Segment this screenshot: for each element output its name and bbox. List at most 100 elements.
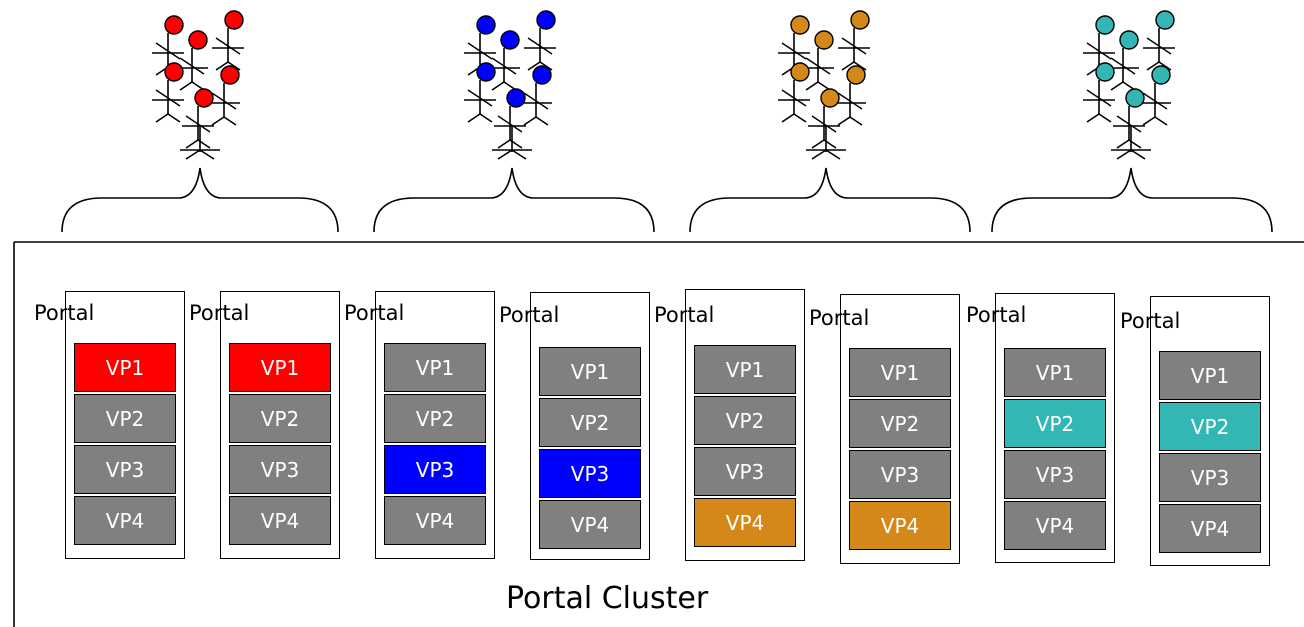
user-icon — [494, 88, 526, 149]
user-icon — [778, 62, 810, 123]
user-icon — [176, 30, 208, 91]
portal-label: Portal — [966, 303, 1027, 327]
group-brace — [991, 167, 1273, 233]
vp-cell-vp1: VP1 — [384, 343, 486, 392]
vp-cell-vp1: VP1 — [1004, 348, 1106, 397]
user-group-2 — [373, 10, 655, 233]
vp-cell-vp1: VP1 — [849, 348, 951, 397]
vp-cell-vp2: VP2 — [229, 394, 331, 443]
portal-label: Portal — [654, 303, 715, 327]
user-head-icon — [476, 15, 496, 35]
user-head-icon — [536, 10, 556, 30]
user-head-icon — [1095, 62, 1115, 82]
vp-cell-vp1: VP1 — [694, 345, 796, 394]
user-head-icon — [506, 88, 526, 108]
user-icon — [524, 10, 556, 71]
user-icon — [464, 62, 496, 123]
vp-cell-vp2: VP2 — [74, 394, 176, 443]
vp-cell-vp2: VP2 — [1004, 399, 1106, 448]
vp-cell-vp1: VP1 — [74, 343, 176, 392]
vp-cell-vp2: VP2 — [694, 396, 796, 445]
user-icon — [488, 30, 520, 91]
vp-cell-vp1: VP1 — [229, 343, 331, 392]
user-head-icon — [164, 15, 184, 35]
user-icon — [834, 65, 866, 126]
vp-cell-vp1: VP1 — [539, 347, 641, 396]
user-head-icon — [1125, 88, 1145, 108]
user-head-icon — [220, 65, 240, 85]
vp-cell-vp3: VP3 — [384, 445, 486, 494]
user-group-4 — [991, 10, 1273, 233]
portal-label: Portal — [344, 301, 405, 325]
user-head-icon — [1155, 10, 1175, 30]
vp-cell-vp4: VP4 — [539, 500, 641, 549]
user-icon — [838, 10, 870, 71]
vp-cell-vp2: VP2 — [1159, 402, 1261, 451]
vp-cell-vp4: VP4 — [74, 496, 176, 545]
vp-cell-vp3: VP3 — [229, 445, 331, 494]
user-head-icon — [814, 30, 834, 50]
vp-cell-vp3: VP3 — [694, 447, 796, 496]
user-head-icon — [532, 65, 552, 85]
user-head-icon — [188, 30, 208, 50]
vp-cell-vp4: VP4 — [1159, 504, 1261, 553]
user-head-icon — [820, 88, 840, 108]
user-head-icon — [500, 30, 520, 50]
user-icon — [1113, 88, 1145, 149]
user-icon — [208, 65, 240, 126]
group-brace — [373, 167, 655, 233]
user-head-icon — [790, 15, 810, 35]
vp-cell-vp2: VP2 — [539, 398, 641, 447]
vp-cell-vp3: VP3 — [849, 450, 951, 499]
group-brace — [61, 167, 339, 233]
user-head-icon — [1119, 30, 1139, 50]
vp-cell-vp2: VP2 — [849, 399, 951, 448]
user-head-icon — [1095, 15, 1115, 35]
portal-label: Portal — [809, 306, 870, 330]
user-icon — [1139, 65, 1171, 126]
user-icon — [152, 62, 184, 123]
user-icon — [520, 65, 552, 126]
user-head-icon — [850, 10, 870, 30]
portal-label: Portal — [189, 301, 250, 325]
user-icon — [808, 88, 840, 149]
vp-cell-vp4: VP4 — [849, 501, 951, 550]
user-icon — [1143, 10, 1175, 71]
group-brace — [689, 167, 971, 233]
user-icon — [1107, 30, 1139, 91]
user-icon — [778, 15, 810, 76]
vp-cell-vp3: VP3 — [1159, 453, 1261, 502]
portal-label: Portal — [499, 303, 560, 327]
user-head-icon — [224, 10, 244, 30]
user-head-icon — [846, 65, 866, 85]
user-head-icon — [164, 62, 184, 82]
user-icon — [1083, 62, 1115, 123]
vp-cell-vp4: VP4 — [694, 498, 796, 547]
vp-cell-vp3: VP3 — [74, 445, 176, 494]
portal-label: Portal — [34, 301, 95, 325]
user-head-icon — [790, 62, 810, 82]
user-icon — [182, 88, 214, 149]
user-group-3 — [689, 10, 971, 233]
cluster-label: Portal Cluster — [506, 581, 709, 616]
portal-label: Portal — [1120, 309, 1181, 333]
vp-cell-vp3: VP3 — [539, 449, 641, 498]
user-head-icon — [194, 88, 214, 108]
user-head-icon — [1151, 65, 1171, 85]
vp-cell-vp1: VP1 — [1159, 351, 1261, 400]
user-head-icon — [476, 62, 496, 82]
user-group-1 — [61, 10, 339, 233]
vp-cell-vp4: VP4 — [229, 496, 331, 545]
user-icon — [802, 30, 834, 91]
user-icon — [152, 15, 184, 76]
vp-cell-vp3: VP3 — [1004, 450, 1106, 499]
